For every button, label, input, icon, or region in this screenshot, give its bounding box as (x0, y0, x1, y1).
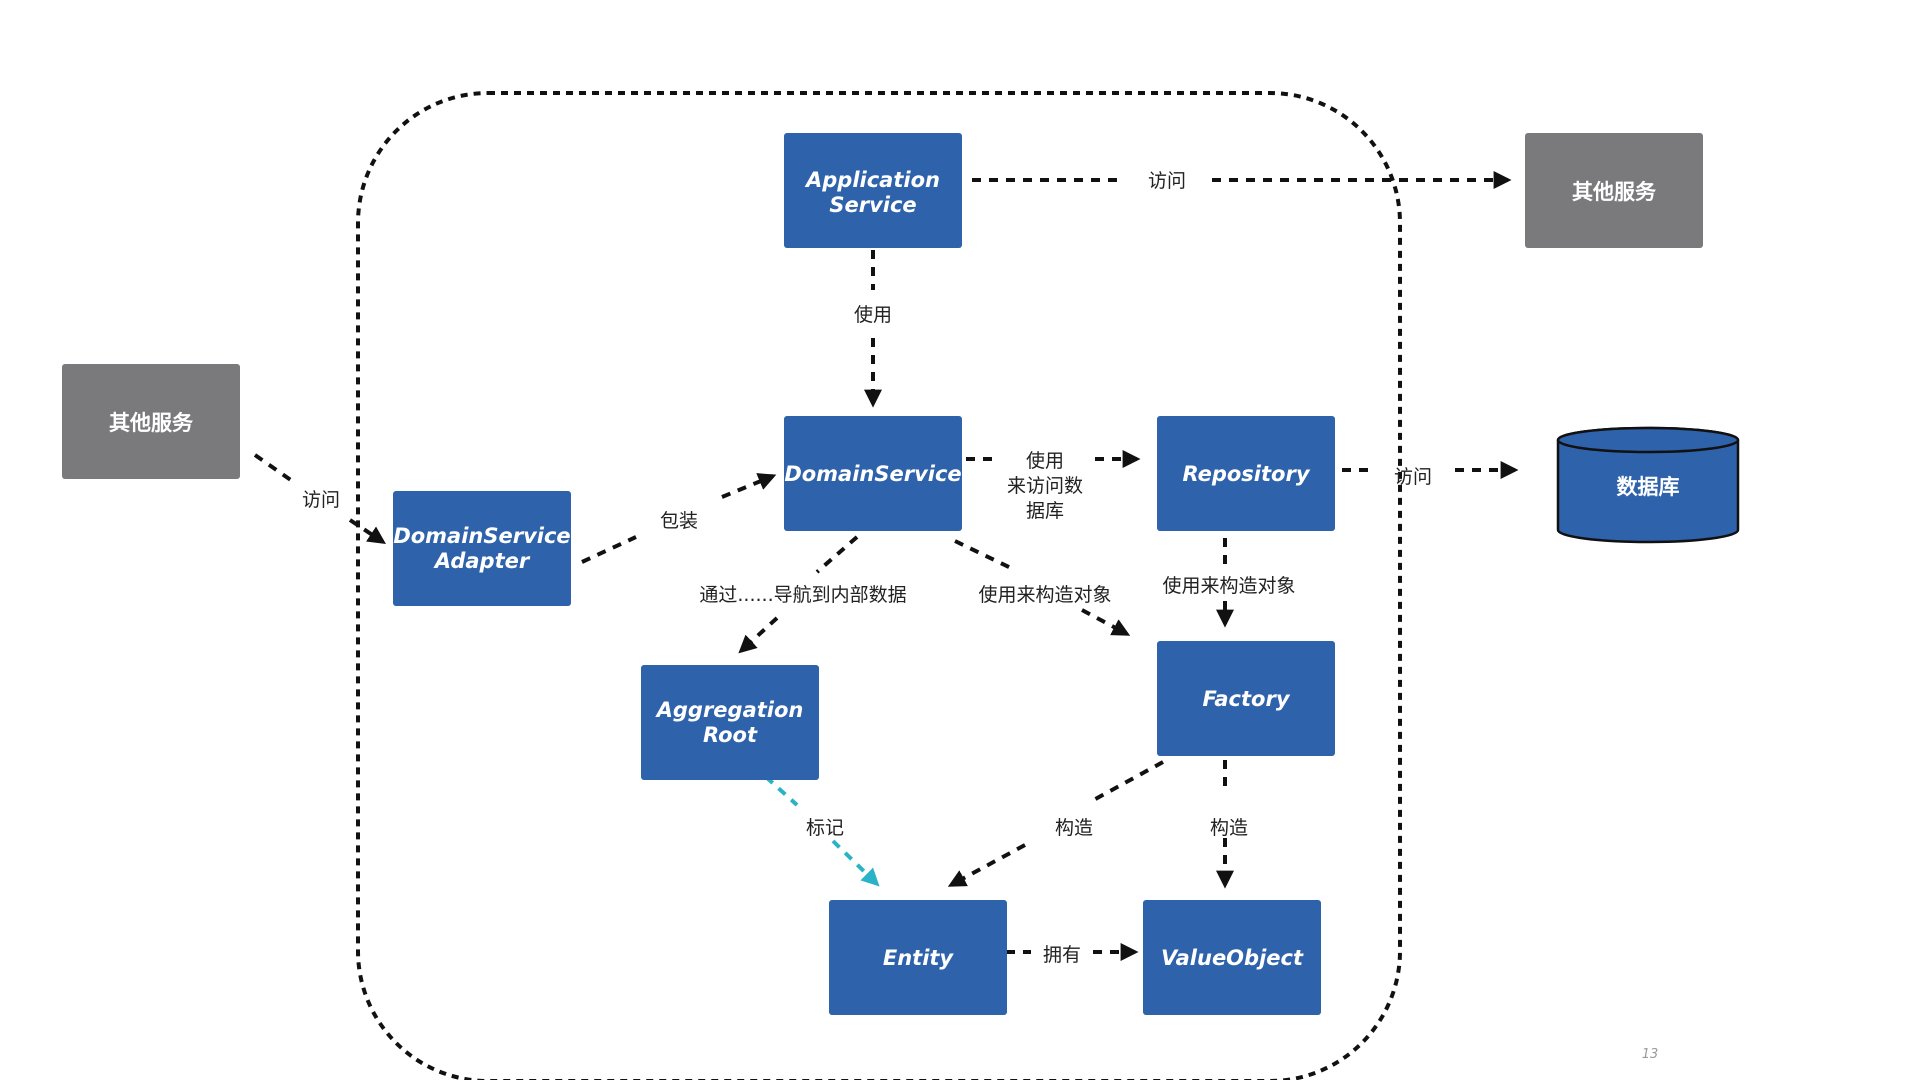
label-adapter-to-domain-service: 包装 (660, 510, 698, 532)
label-domain-service-to-factory: 使用来构造对象 (978, 584, 1111, 606)
node-domain-service-adapter-box (393, 491, 571, 606)
node-other-service-left[interactable]: 其他服务 (62, 364, 240, 479)
node-repository-label: Repository (1182, 462, 1310, 486)
node-other-service-right-label: 其他服务 (1572, 180, 1657, 204)
edge-other-service-to-adapter-arrow (348, 518, 386, 544)
node-domain-service-box (784, 416, 962, 531)
label-app-to-other-service: 访问 (1148, 170, 1186, 192)
edge-aggregation-root-to-entity (764, 775, 799, 807)
edge-domain-service-to-factory-arrow (1081, 608, 1131, 636)
node-entity[interactable]: Entity (829, 900, 1007, 1015)
node-repository-box (1157, 416, 1335, 531)
edge-factory-to-entity (1089, 760, 1164, 804)
label-other-service-to-adapter: 访问 (302, 489, 340, 511)
edge-domain-service-to-aggregation-root (815, 535, 859, 574)
node-domain-service-adapter-line1: DomainService (393, 524, 570, 548)
page-number: 13 (1642, 1047, 1659, 1062)
node-application-service[interactable]: Application Service (784, 133, 962, 248)
edge-domain-service-to-factory (954, 539, 1016, 572)
node-domain-service-adapter-line2: Adapter (433, 549, 531, 573)
edge-factory-to-entity-arrow (947, 843, 1026, 887)
node-entity-label: Entity (883, 946, 955, 970)
node-value-object[interactable]: ValueObject (1143, 900, 1321, 1015)
database-cylinder-top (1556, 426, 1740, 454)
node-factory[interactable]: Factory (1157, 641, 1335, 756)
node-factory-label: Factory (1202, 687, 1290, 711)
edge-aggregation-root-to-entity-arrow (831, 839, 880, 887)
label-aggregation-root-to-entity: 标记 (806, 817, 844, 839)
node-domain-service-label: DomainService (784, 462, 961, 486)
node-aggregation-root-line1: Aggregation (655, 698, 804, 722)
edges (253, 171, 1519, 961)
label-app-to-domain-service: 使用 (854, 304, 892, 326)
edge-domain-service-to-aggregation-root-arrow (738, 616, 779, 654)
label-factory-to-value-object: 构造 (1210, 817, 1248, 839)
label-domain-service-to-repository-line3: 据库 (1026, 500, 1064, 522)
node-other-service-left-label: 其他服务 (109, 411, 194, 435)
edge-other-service-to-adapter (253, 453, 297, 485)
node-value-object-box (1143, 900, 1321, 1015)
label-repository-to-factory: 使用来构造对象 (1162, 575, 1295, 597)
node-other-service-right-box (1525, 133, 1703, 248)
node-aggregation-root-box (641, 665, 819, 780)
label-domain-service-to-aggregation-root: 通过......导航到内部数据 (699, 584, 906, 606)
node-database[interactable]: 数据库 (1556, 426, 1740, 544)
node-factory-box (1157, 641, 1335, 756)
node-repository[interactable]: Repository (1157, 416, 1335, 531)
edge-adapter-to-domain-service-arrow (721, 473, 777, 499)
bounded-context-boundary (356, 91, 1402, 1080)
node-value-object-label: ValueObject (1161, 946, 1304, 970)
node-aggregation-root-line2: Root (703, 723, 758, 747)
node-entity-box (829, 900, 1007, 1015)
label-entity-to-value-object: 拥有 (1043, 944, 1081, 966)
label-domain-service-to-repository-line1: 使用 (1026, 450, 1064, 472)
node-domain-service[interactable]: DomainService (784, 416, 962, 531)
edge-labels: 访问 使用 访问 包装 使用 来访问数 据库 访问 通过......导航到内部数… (302, 170, 1432, 966)
node-database-label: 数据库 (1617, 475, 1680, 499)
node-other-service-right[interactable]: 其他服务 (1525, 133, 1703, 248)
node-application-service-box (784, 133, 962, 248)
label-repository-to-database: 访问 (1394, 466, 1432, 488)
label-factory-to-entity: 构造 (1055, 817, 1093, 839)
edge-adapter-to-domain-service (581, 535, 637, 564)
label-domain-service-to-repository-line2: 来访问数 (1007, 475, 1083, 497)
node-domain-service-adapter[interactable]: DomainService Adapter (393, 491, 571, 606)
node-application-service-line1: Application (804, 168, 940, 192)
node-aggregation-root[interactable]: Aggregation Root (641, 665, 819, 780)
node-other-service-left-box (62, 364, 240, 479)
node-application-service-line2: Service (829, 193, 916, 217)
